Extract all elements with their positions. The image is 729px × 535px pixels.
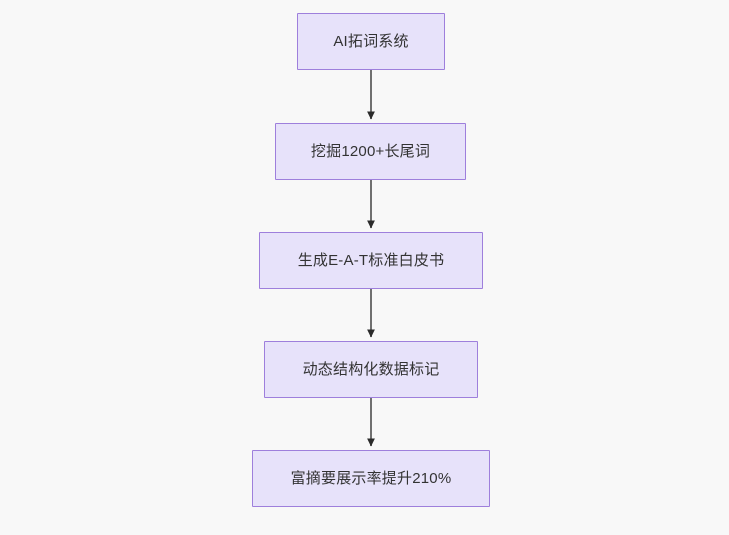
flowchart-node-mine-longtail-keywords[interactable]: 挖掘1200+长尾词 bbox=[275, 123, 466, 180]
node-label: 挖掘1200+长尾词 bbox=[310, 142, 431, 160]
flowchart-node-ai-keyword-system[interactable]: AI拓词系统 bbox=[297, 13, 445, 70]
node-label: 生成E-A-T标准白皮书 bbox=[297, 251, 445, 269]
node-label: 动态结构化数据标记 bbox=[302, 360, 440, 378]
flowchart-node-rich-snippet-rate-increase[interactable]: 富摘要展示率提升210% bbox=[252, 450, 490, 507]
flowchart-node-generate-eat-whitepaper[interactable]: 生成E-A-T标准白皮书 bbox=[259, 232, 483, 289]
flowchart-node-dynamic-structured-data-markup[interactable]: 动态结构化数据标记 bbox=[264, 341, 478, 398]
node-label: 富摘要展示率提升210% bbox=[290, 469, 452, 487]
node-label: AI拓词系统 bbox=[333, 32, 409, 50]
